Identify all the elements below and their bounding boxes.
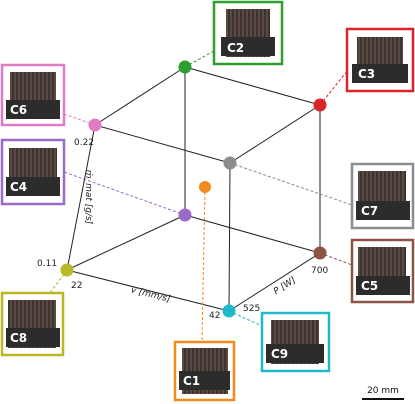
axis-label-power: P [W] xyxy=(272,275,298,297)
cube-edges xyxy=(66,66,321,312)
tick-mass-high: 0.22 xyxy=(74,138,94,148)
sample-box-c1: C1 xyxy=(173,340,236,402)
point-c9 xyxy=(222,304,236,318)
design-points xyxy=(60,60,327,318)
sample-label-c9: C9 xyxy=(271,347,288,361)
tick-speed-low: 22 xyxy=(71,281,82,291)
point-c5 xyxy=(313,246,327,260)
scale-bar: 20 mm xyxy=(362,386,404,400)
tick-power-low: 525 xyxy=(243,304,260,314)
scale-bar-label: 20 mm xyxy=(367,386,399,396)
sample-label-c5: C5 xyxy=(361,279,378,293)
sample-box-c3: C3 xyxy=(345,27,415,93)
point-c3 xyxy=(313,98,327,112)
point-c4 xyxy=(178,208,192,222)
sample-box-c9: C9 xyxy=(260,311,331,373)
connector-c7 xyxy=(229,162,353,206)
connector-c1 xyxy=(201,186,206,343)
sample-label-c2: C2 xyxy=(227,41,244,55)
point-c8 xyxy=(60,263,74,277)
tick-speed-high: 42 xyxy=(209,311,220,321)
sample-label-c3: C3 xyxy=(358,67,375,81)
sample-label-c7: C7 xyxy=(361,204,378,218)
sample-label-c1: C1 xyxy=(183,374,200,388)
sample-label-c8: C8 xyxy=(10,331,27,345)
axis-label-speed: v [mm/s] xyxy=(130,285,172,305)
tick-mass-low: 0.11 xyxy=(37,259,57,269)
sample-label-c4: C4 xyxy=(10,180,27,194)
point-c6 xyxy=(88,118,102,132)
point-c2 xyxy=(178,60,192,74)
point-c1 xyxy=(199,181,211,193)
sample-box-c5: C5 xyxy=(350,238,415,304)
sample-box-c8: C8 xyxy=(0,291,65,357)
sample-label-c6: C6 xyxy=(10,103,27,117)
tick-power-high: 700 xyxy=(311,266,328,276)
sample-box-c4: C4 xyxy=(0,138,66,206)
axis-label-mass-flow: ṁ_mat [g/s] xyxy=(83,170,93,225)
point-c7 xyxy=(223,156,237,170)
connector-c4 xyxy=(63,171,186,216)
sample-box-c2: C2 xyxy=(212,0,284,66)
sample-box-c6: C6 xyxy=(0,63,66,127)
sample-box-c7: C7 xyxy=(350,162,415,230)
